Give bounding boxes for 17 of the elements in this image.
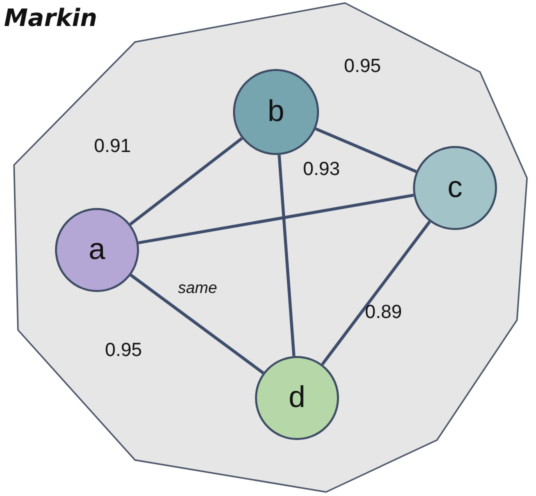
weight-label: 0.95 xyxy=(105,340,142,362)
node-label: d xyxy=(288,381,306,415)
weight-label: 0.93 xyxy=(303,159,340,181)
weight-label: 0.95 xyxy=(344,56,381,78)
node-label: a xyxy=(88,233,106,267)
connector-line xyxy=(321,220,431,366)
weight-label: 0.91 xyxy=(94,136,131,158)
weight-label: 0.89 xyxy=(365,302,402,324)
node-label: c xyxy=(448,171,462,205)
connector-line xyxy=(278,154,296,356)
connector-line xyxy=(129,137,243,226)
title: Markin xyxy=(4,4,98,32)
connector-line xyxy=(315,127,417,173)
connector-line xyxy=(138,194,414,244)
connector-line xyxy=(130,274,264,374)
edge-note: same xyxy=(178,280,218,298)
node-label: b xyxy=(268,95,284,129)
